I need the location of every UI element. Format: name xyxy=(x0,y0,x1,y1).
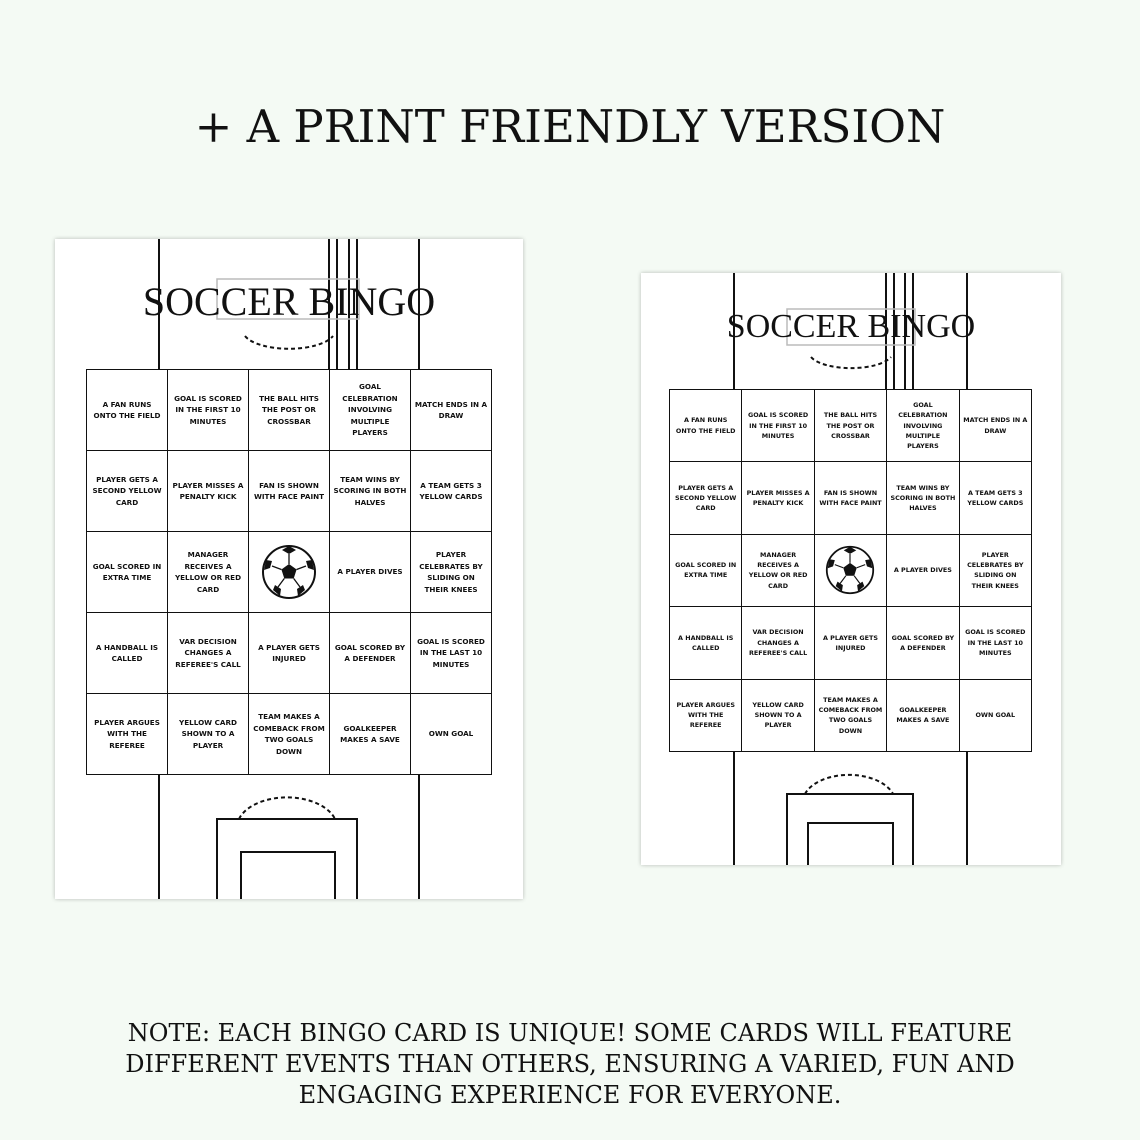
bingo-cell: A TEAM GETS 3 YELLOW CARDS xyxy=(959,462,1032,535)
bingo-cell: GOAL CELEBRATION INVOLVING MULTIPLE PLAY… xyxy=(887,390,960,463)
free-space-cell xyxy=(814,534,888,608)
bingo-cell: THE BALL HITS THE POST OR CROSSBAR xyxy=(249,370,330,451)
bingo-cell: VAR DECISION CHANGES A REFEREE'S CALL xyxy=(742,607,815,680)
uniqueness-note: NOTE: EACH BINGO CARD IS UNIQUE! SOME CA… xyxy=(125,1019,1015,1109)
bingo-cell: PLAYER MISSES A PENALTY KICK xyxy=(168,451,249,532)
bingo-cell: PLAYER ARGUES WITH THE REFEREE xyxy=(87,694,168,775)
bingo-cell: MATCH ENDS IN A DRAW xyxy=(411,370,492,451)
bingo-cell: OWN GOAL xyxy=(411,694,492,775)
bingo-cell: A PLAYER DIVES xyxy=(887,534,960,608)
bingo-cell: PLAYER GETS A SECOND YELLOW CARD xyxy=(87,451,168,532)
bingo-cell: FAN IS SHOWN WITH FACE PAINT xyxy=(249,451,330,532)
bingo-cell: TEAM MAKES A COMEBACK FROM TWO GOALS DOW… xyxy=(249,694,330,775)
bingo-cell: GOAL SCORED BY A DEFENDER xyxy=(330,613,411,694)
bingo-cell: MANAGER RECEIVES A YELLOW OR RED CARD xyxy=(742,534,815,608)
bingo-cell: VAR DECISION CHANGES A REFEREE'S CALL xyxy=(168,613,249,694)
bingo-cell: PLAYER CELEBRATES BY SLIDING ON THEIR KN… xyxy=(411,532,492,613)
bingo-cell: A FAN RUNS ONTO THE FIELD xyxy=(670,390,743,463)
bingo-cell: A PLAYER DIVES xyxy=(330,532,411,613)
bingo-cell: PLAYER GETS A SECOND YELLOW CARD xyxy=(670,462,743,535)
bingo-cell: GOAL CELEBRATION INVOLVING MULTIPLE PLAY… xyxy=(330,370,411,451)
bingo-cell: MATCH ENDS IN A DRAW xyxy=(959,390,1032,463)
bingo-cell: MANAGER RECEIVES A YELLOW OR RED CARD xyxy=(168,532,249,613)
bingo-cell: A FAN RUNS ONTO THE FIELD xyxy=(87,370,168,451)
bingo-cell: GOAL IS SCORED IN THE FIRST 10 MINUTES xyxy=(168,370,249,451)
bingo-cell: PLAYER CELEBRATES BY SLIDING ON THEIR KN… xyxy=(959,534,1032,608)
bingo-cell: GOAL IS SCORED IN THE FIRST 10 MINUTES xyxy=(742,390,815,463)
bingo-cell: FAN IS SHOWN WITH FACE PAINT xyxy=(814,462,888,535)
bingo-cell: A PLAYER GETS INJURED xyxy=(249,613,330,694)
bingo-cell: TEAM MAKES A COMEBACK FROM TWO GOALS DOW… xyxy=(814,679,888,752)
bingo-cell: GOAL IS SCORED IN THE LAST 10 MINUTES xyxy=(959,607,1032,680)
bingo-cell: A HANDBALL IS CALLED xyxy=(670,607,743,680)
pitch-lines xyxy=(158,239,420,899)
soccer-ball-icon xyxy=(262,545,316,599)
bingo-cell: GOAL SCORED BY A DEFENDER xyxy=(887,607,960,680)
bingo-cell: A TEAM GETS 3 YELLOW CARDS xyxy=(411,451,492,532)
free-space-cell xyxy=(249,532,330,613)
pitch-lines xyxy=(733,273,968,865)
bingo-cell: A PLAYER GETS INJURED xyxy=(814,607,888,680)
bingo-cell: OWN GOAL xyxy=(959,679,1032,752)
bingo-cell: THE BALL HITS THE POST OR CROSSBAR xyxy=(814,390,888,463)
bingo-cell: PLAYER MISSES A PENALTY KICK xyxy=(742,462,815,535)
bingo-title: SOCCER BINGO xyxy=(142,279,436,324)
bingo-title: SOCCER BINGO xyxy=(726,308,976,345)
bingo-cell: GOALKEEPER MAKES A SAVE xyxy=(887,679,960,752)
soccer-ball-icon xyxy=(826,546,875,595)
bingo-card-large: SOCCER BINGO A FAN RUNS ONTO THE FIELD G… xyxy=(55,239,523,899)
bingo-cell: YELLOW CARD SHOWN TO A PLAYER xyxy=(168,694,249,775)
bingo-cell: GOALKEEPER MAKES A SAVE xyxy=(330,694,411,775)
bingo-card-small: SOCCER BINGO A FAN RUNS ONTO THE FIELD G… xyxy=(641,273,1061,865)
bingo-grid: A FAN RUNS ONTO THE FIELD GOAL IS SCORED… xyxy=(86,369,492,775)
bingo-grid: A FAN RUNS ONTO THE FIELD GOAL IS SCORED… xyxy=(669,389,1032,752)
page-heading: + A PRINT FRIENDLY VERSION xyxy=(194,100,946,153)
bingo-cell: TEAM WINS BY SCORING IN BOTH HALVES xyxy=(887,462,960,535)
bingo-cell: GOAL SCORED IN EXTRA TIME xyxy=(670,534,743,608)
bingo-cell: A HANDBALL IS CALLED xyxy=(87,613,168,694)
bingo-cell: PLAYER ARGUES WITH THE REFEREE xyxy=(670,679,743,752)
bingo-cell: GOAL SCORED IN EXTRA TIME xyxy=(87,532,168,613)
bingo-cell: TEAM WINS BY SCORING IN BOTH HALVES xyxy=(330,451,411,532)
bingo-cell: YELLOW CARD SHOWN TO A PLAYER xyxy=(742,679,815,752)
bingo-cell: GOAL IS SCORED IN THE LAST 10 MINUTES xyxy=(411,613,492,694)
